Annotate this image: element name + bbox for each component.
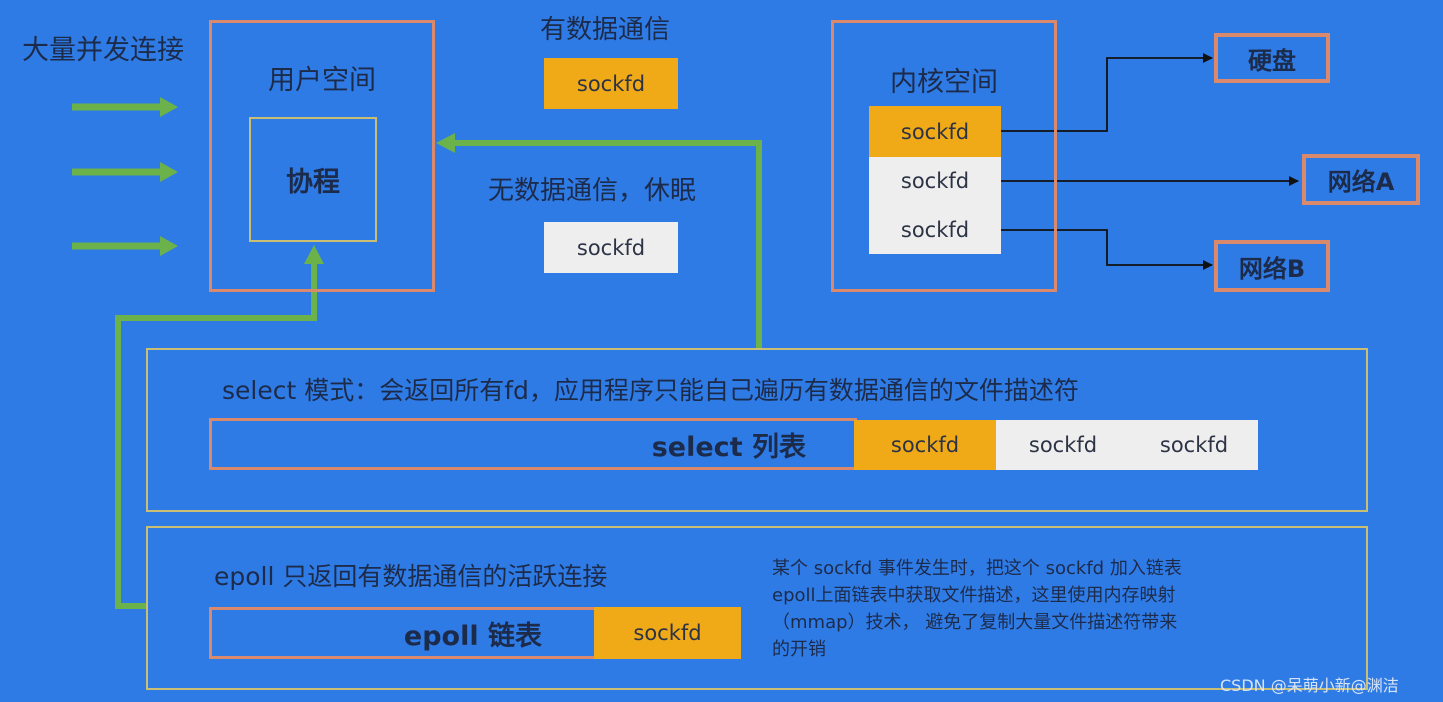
net-b-arrow [1000,229,1213,270]
network-a-box: 网络A [1302,154,1420,205]
epoll-description: epoll 只返回有数据通信的活跃连接 [214,562,608,591]
watermark: CSDN @呆萌小新@渊洁 [1220,676,1399,695]
kernel-sockfd-active: sockfd [869,106,1001,157]
coroutine-box: 协程 [249,117,377,242]
select-sockfd-idle: sockfd [1130,420,1258,470]
select-panel [146,348,1368,512]
select-list: select 列表 [209,418,857,470]
kernel-sockfd-idle: sockfd [869,157,1001,205]
epoll-note-line: 某个 sockfd 事件发生时，把这个 sockfd 加入链表 [772,558,1182,579]
epoll-list-label: epoll 链表 [403,620,542,652]
network-b-box: 网络B [1214,240,1330,292]
epoll-note: 某个 sockfd 事件发生时，把这个 sockfd 加入链表 epoll上面链… [772,555,1182,663]
epoll-note-line: epoll上面链表中获取文件描述，这里使用内存映射 [772,585,1176,606]
disk-arrow [1000,53,1213,132]
epoll-note-line: （mmap）技术， 避免了复制大量文件描述符带来 [772,612,1178,633]
epoll-note-line: 的开销 [772,639,826,660]
select-sockfd-idle: sockfd [996,420,1130,470]
epoll-return-arrow [115,245,324,609]
select-list-label: select 列表 [651,431,806,463]
disk-box: 硬盘 [1214,33,1330,83]
kernel-space-title: 内核空间 [890,67,998,98]
kernel-space-frame: 内核空间 [831,20,1057,292]
select-sockfd-active: sockfd [854,420,996,470]
user-space-frame: 用户空间 [209,20,435,292]
select-return-arrow [436,133,762,348]
kernel-sockfd-idle: sockfd [869,205,1001,254]
epoll-list: epoll 链表 [209,607,597,659]
select-description: select 模式：会返回所有fd，应用程序只能自己遍历有数据通信的文件描述符 [222,376,1079,405]
with-data-label: 有数据通信 [540,15,671,45]
concurrent-connections-label: 大量并发连接 [22,35,184,66]
coroutine-label: 协程 [286,167,340,198]
epoll-panel [146,526,1368,690]
incoming-arrow [72,162,178,182]
user-space-title: 用户空间 [268,65,376,96]
idle-sockfd-chip: sockfd [544,222,678,273]
active-sockfd-chip: sockfd [544,58,678,109]
epoll-sockfd-active: sockfd [594,607,741,659]
no-data-label: 无数据通信，休眠 [488,176,697,206]
incoming-arrow [72,236,178,256]
incoming-arrow [72,97,178,117]
